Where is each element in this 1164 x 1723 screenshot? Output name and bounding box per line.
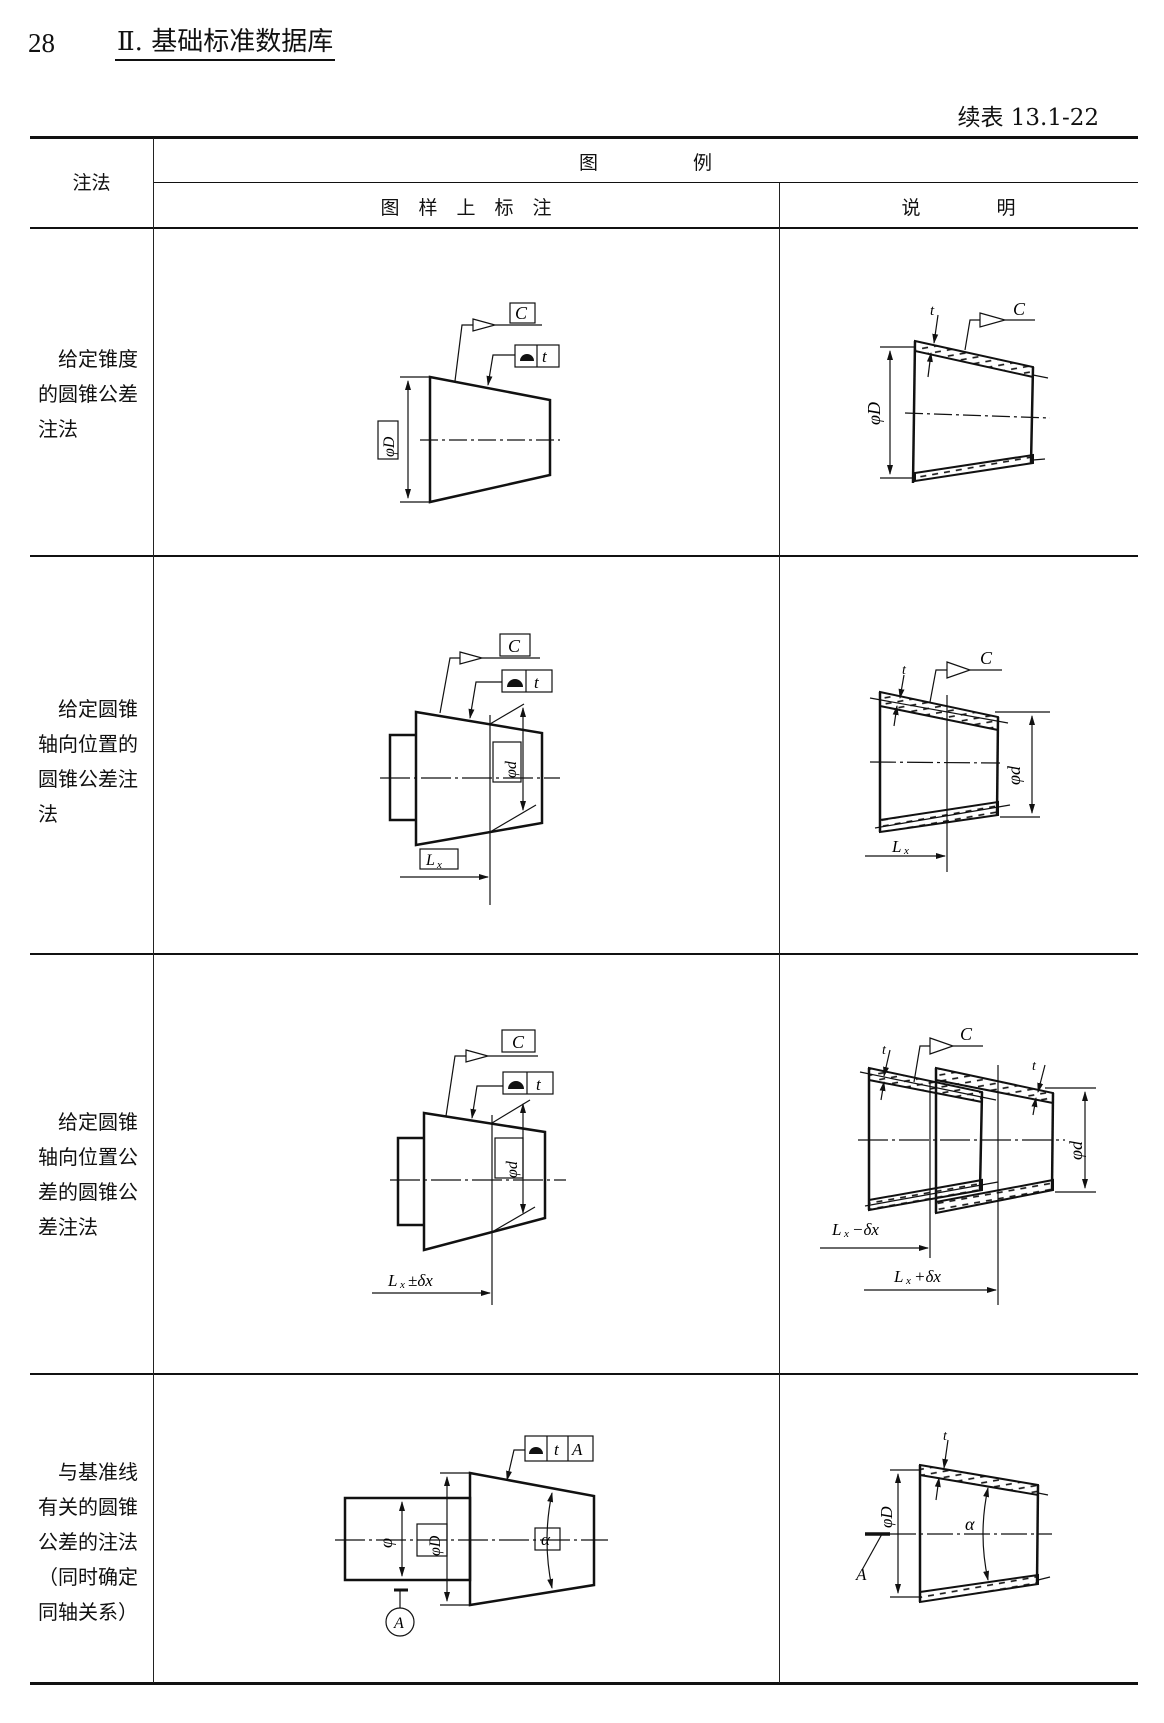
svg-text:C: C xyxy=(508,636,521,656)
svg-text:t: t xyxy=(882,1043,887,1058)
row-3-border xyxy=(30,1373,1138,1375)
svg-text:C: C xyxy=(980,648,993,668)
svg-text:L: L xyxy=(893,1267,903,1286)
svg-text:x: x xyxy=(399,1279,405,1291)
row1-explanation-cone: C t φD xyxy=(864,299,1051,484)
col-divider-2 xyxy=(779,183,780,1683)
svg-text:L: L xyxy=(425,852,435,869)
svg-text:t: t xyxy=(943,1429,948,1444)
svg-text:φd: φd xyxy=(1066,1140,1086,1160)
svg-text:φ: φ xyxy=(376,1538,396,1548)
svg-text:x: x xyxy=(903,845,909,857)
svg-text:L: L xyxy=(831,1220,841,1239)
svg-text:C: C xyxy=(960,1024,973,1044)
row4-drawing-cone: t A φ φD α A xyxy=(335,1435,608,1637)
svg-text:φd: φd xyxy=(504,1160,521,1178)
svg-text:φd: φd xyxy=(1004,765,1024,785)
svg-text:α: α xyxy=(541,1530,551,1549)
col-divider-1 xyxy=(153,138,154,1683)
svg-text:φD: φD xyxy=(877,1506,896,1528)
svg-text:φd: φd xyxy=(503,760,520,778)
svg-text:−δx: −δx xyxy=(852,1220,879,1239)
svg-text:t: t xyxy=(902,663,907,678)
row1-drawing-cone: C t φD xyxy=(377,302,560,504)
row-2-border xyxy=(30,953,1138,955)
col-header-example: 图 例 xyxy=(578,152,712,174)
svg-text:φD: φD xyxy=(381,436,398,457)
svg-text:x: x xyxy=(905,1275,911,1287)
svg-text:+δx: +δx xyxy=(914,1267,941,1286)
row2-drawing-cone: C t φd L x xyxy=(380,633,560,905)
row-1-border xyxy=(30,555,1138,557)
svg-text:A: A xyxy=(393,1615,404,1632)
row2-explanation-cone: C t φd L x xyxy=(865,648,1050,872)
svg-text:t: t xyxy=(554,1440,560,1459)
svg-text:t: t xyxy=(534,673,540,692)
row4-explanation-cone: t φD α A xyxy=(855,1429,1052,1604)
row3-explanation-cones: C t t φd L x −δx L x +δx xyxy=(820,1024,1096,1305)
header-divider xyxy=(153,182,1138,183)
section-title: Ⅱ. 基础标准数据库 xyxy=(115,26,336,61)
row-label-2: 给定圆锥 轴向位置的 圆锥公差注 法 xyxy=(38,697,138,826)
header-bottom-border xyxy=(30,227,1138,229)
table-bottom-border xyxy=(30,1682,1138,1685)
svg-text:L: L xyxy=(891,837,901,856)
svg-text:C: C xyxy=(512,1032,525,1052)
svg-text:±δx: ±δx xyxy=(408,1271,433,1290)
svg-text:φD: φD xyxy=(427,1535,444,1556)
svg-text:α: α xyxy=(965,1514,975,1534)
svg-text:x: x xyxy=(436,859,442,871)
col-header-method: 注法 xyxy=(72,172,111,194)
svg-text:t: t xyxy=(1032,1059,1037,1074)
table-top-border xyxy=(30,136,1138,139)
row-label-3: 给定圆锥 轴向位置公 差的圆锥公 差注法 xyxy=(38,1110,138,1239)
svg-text:x: x xyxy=(843,1228,849,1240)
row-label-1: 给定锥度 的圆锥公差 注法 xyxy=(38,347,138,441)
svg-text:t: t xyxy=(536,1075,542,1094)
svg-text:L: L xyxy=(387,1271,397,1290)
row-label-4: 与基准线 有关的圆锥 公差的注法 （同时确定 同轴关系） xyxy=(38,1460,138,1624)
svg-text:φD: φD xyxy=(864,402,884,425)
svg-text:C: C xyxy=(1013,299,1026,319)
datum-c-label: C xyxy=(515,303,528,323)
page-number: 28 xyxy=(28,28,55,58)
svg-text:t: t xyxy=(930,303,935,319)
svg-text:A: A xyxy=(855,1565,867,1584)
table-caption: 续表 13.1-22 xyxy=(957,105,1099,131)
svg-text:t: t xyxy=(542,347,548,366)
row3-drawing-cone: C t φd L x ±δx xyxy=(372,1029,566,1305)
sub-header-drawing: 图 样 上 标 注 xyxy=(380,197,552,219)
svg-text:A: A xyxy=(571,1440,583,1459)
sub-header-explanation: 说 明 xyxy=(901,197,1016,219)
